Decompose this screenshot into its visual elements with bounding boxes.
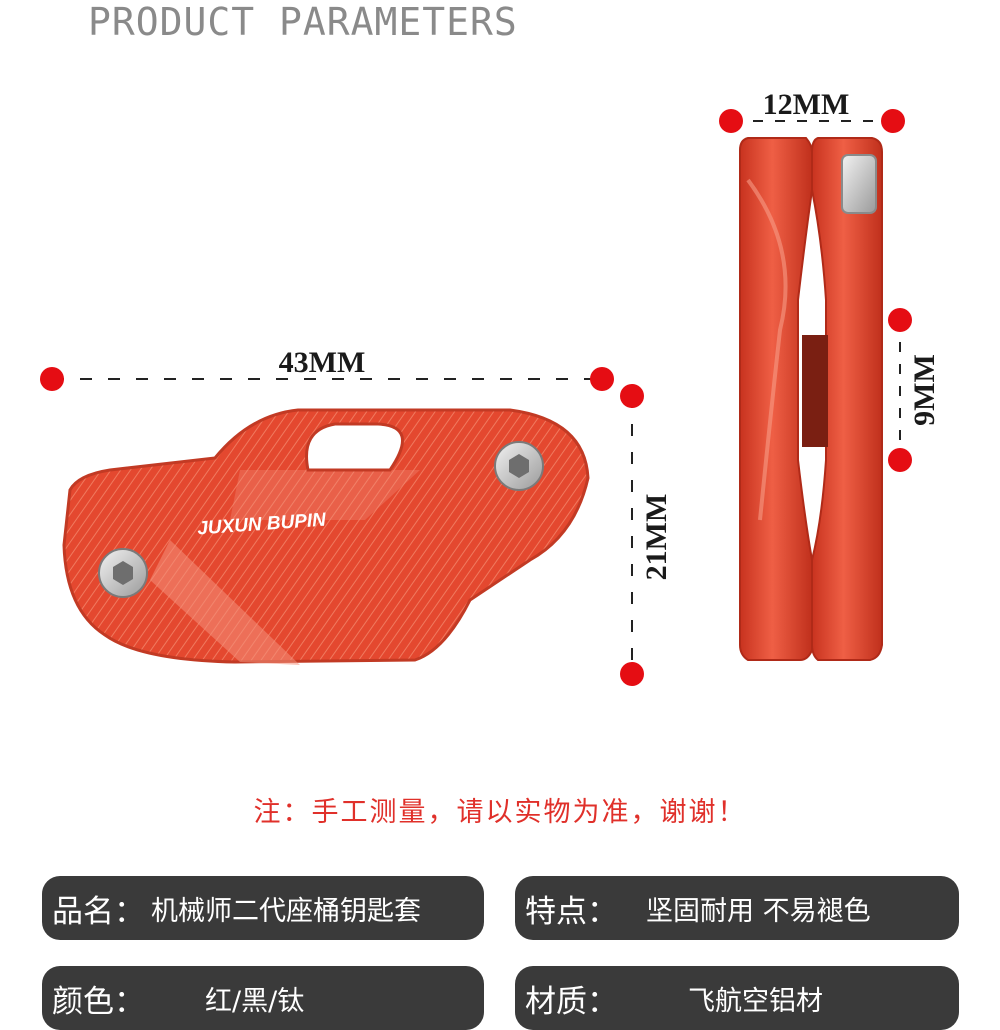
width-label: 12MM <box>763 88 850 121</box>
page-title: PRODUCT PARAMETERS <box>88 0 518 44</box>
width-dimension: 12MM <box>719 88 905 133</box>
spec-feature-value: 坚固耐用 不易褪色 <box>646 895 871 927</box>
slot-dimension: 9MM <box>888 308 941 472</box>
spec-color-value: 红/黑/钛 <box>205 985 305 1017</box>
spec-name: 品名： 机械师二代座桶钥匙套 <box>42 876 484 940</box>
dimension-dot <box>719 109 743 133</box>
dimension-dot <box>888 448 912 472</box>
measurement-note: 注：手工测量，请以实物为准，谢谢！ <box>253 797 747 828</box>
slot <box>802 335 828 447</box>
key-hole <box>305 422 404 472</box>
dimension-dot <box>888 308 912 332</box>
spec-color-label: 颜色： <box>52 983 145 1020</box>
key-cover-front-view: JUXUN BUPIN <box>62 408 590 665</box>
product-dimension-drawing: 43MM 21MM 12MM 9MM JUXUN BUPIN <box>40 88 941 686</box>
key-cover-side-view <box>739 137 883 661</box>
spec-material: 材质： 飞航空铝材 <box>515 966 959 1030</box>
height-dimension: 21MM <box>620 384 673 686</box>
spec-material-value: 飞航空铝材 <box>688 985 823 1017</box>
spec-name-label: 品名： <box>52 893 145 930</box>
dimension-dot <box>40 367 64 391</box>
dimension-dot <box>881 109 905 133</box>
spec-name-value: 机械师二代座桶钥匙套 <box>151 895 421 927</box>
slot-label: 9MM <box>908 354 941 426</box>
spec-material-label: 材质： <box>525 983 618 1020</box>
height-label: 21MM <box>640 494 673 581</box>
bolt-icon <box>841 154 877 214</box>
length-label: 43MM <box>279 346 366 379</box>
spec-feature: 特点： 坚固耐用 不易褪色 <box>515 876 959 940</box>
spec-feature-label: 特点： <box>525 893 618 930</box>
dimension-dot <box>620 384 644 408</box>
length-dimension: 43MM <box>40 346 614 391</box>
dimension-dot <box>590 367 614 391</box>
spec-color: 颜色： 红/黑/钛 <box>42 966 484 1030</box>
dimension-dot <box>620 662 644 686</box>
